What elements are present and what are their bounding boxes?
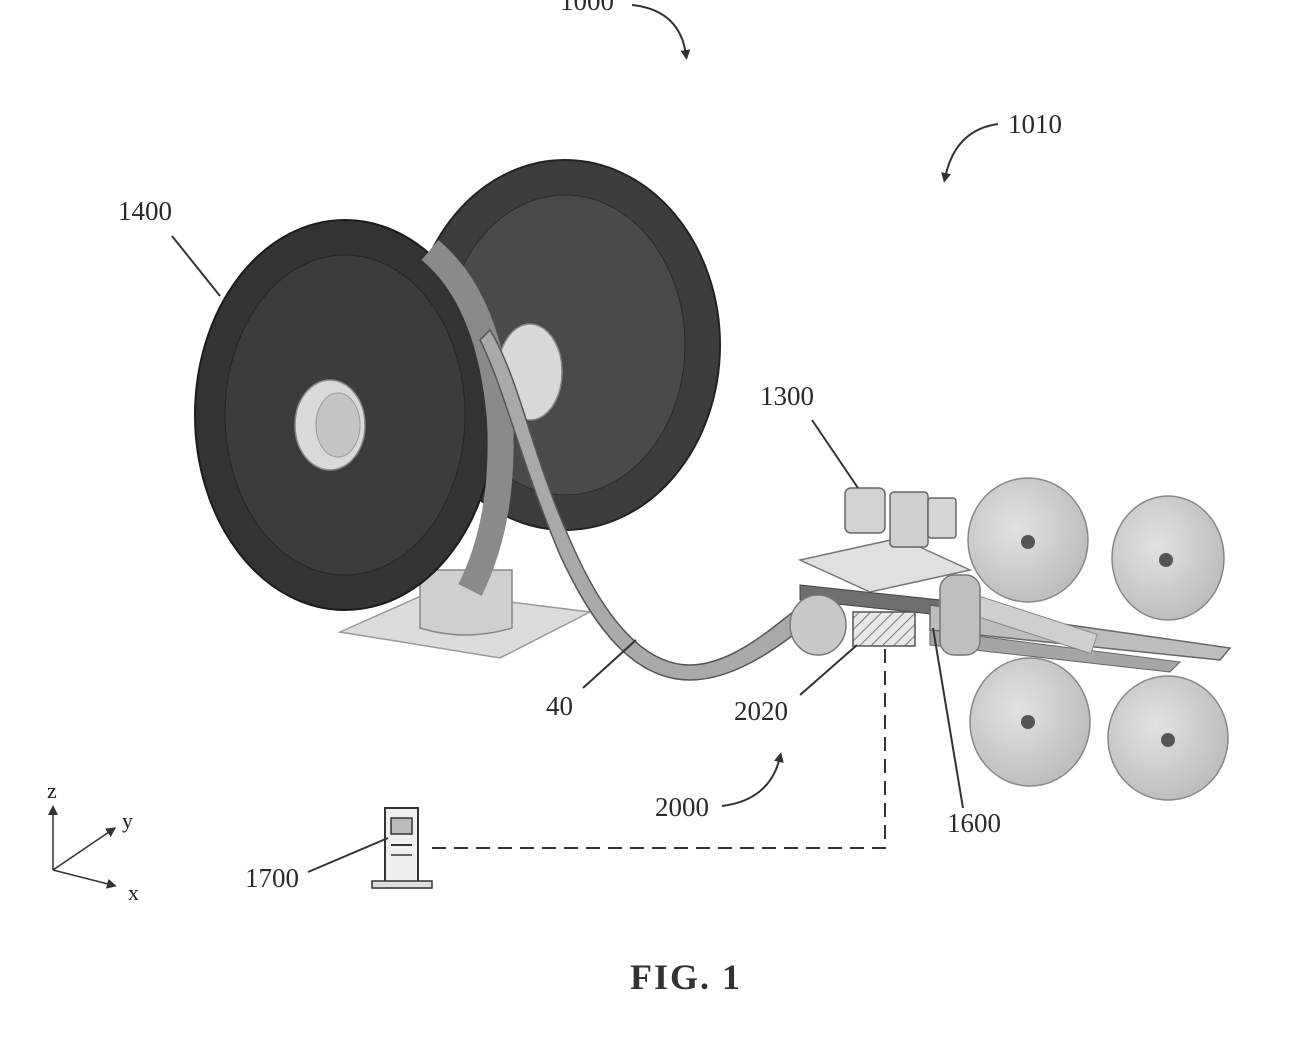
y-axis-line xyxy=(53,830,112,870)
computer xyxy=(372,808,432,888)
leader-1700 xyxy=(308,838,388,872)
sensor-housing-middle xyxy=(890,492,928,547)
sensor-block xyxy=(853,612,915,646)
computer-screen xyxy=(391,818,412,834)
sensor-housing-right xyxy=(928,498,956,538)
x-axis-line xyxy=(53,870,112,885)
front-reel-hub-inner xyxy=(316,393,360,457)
computer-base xyxy=(372,881,432,888)
upper-roller-right-axle xyxy=(1159,553,1173,567)
leader-1400 xyxy=(172,236,220,296)
axis-triad: z y x xyxy=(47,778,139,905)
leader-1000 xyxy=(632,5,686,55)
sensor-housing-left xyxy=(845,488,885,533)
z-axis-label: z xyxy=(47,778,57,803)
spool-assembly xyxy=(195,160,720,658)
label-1300: 1300 xyxy=(760,381,814,411)
leader-1010 xyxy=(945,124,998,178)
label-1010: 1010 xyxy=(1008,109,1062,139)
label-1400: 1400 xyxy=(118,196,172,226)
nip-rollers xyxy=(940,575,980,655)
y-axis-label: y xyxy=(122,808,133,833)
figure-caption: FIG. 1 xyxy=(630,957,742,997)
label-2000: 2000 xyxy=(655,792,709,822)
lower-roller-right-axle xyxy=(1161,733,1175,747)
upper-roller-left-axle xyxy=(1021,535,1035,549)
label-1600: 1600 xyxy=(947,808,1001,838)
lower-roller-left-axle xyxy=(1021,715,1035,729)
label-1700: 1700 xyxy=(245,863,299,893)
leader-40 xyxy=(583,640,636,688)
leader-1300 xyxy=(812,420,858,488)
guide-roller xyxy=(790,595,846,655)
label-1000: 1000 xyxy=(560,0,614,16)
label-40: 40 xyxy=(546,691,573,721)
label-2020: 2020 xyxy=(734,696,788,726)
leader-2000 xyxy=(722,757,780,806)
roller-stand xyxy=(930,478,1230,800)
x-axis-label: x xyxy=(128,880,139,905)
